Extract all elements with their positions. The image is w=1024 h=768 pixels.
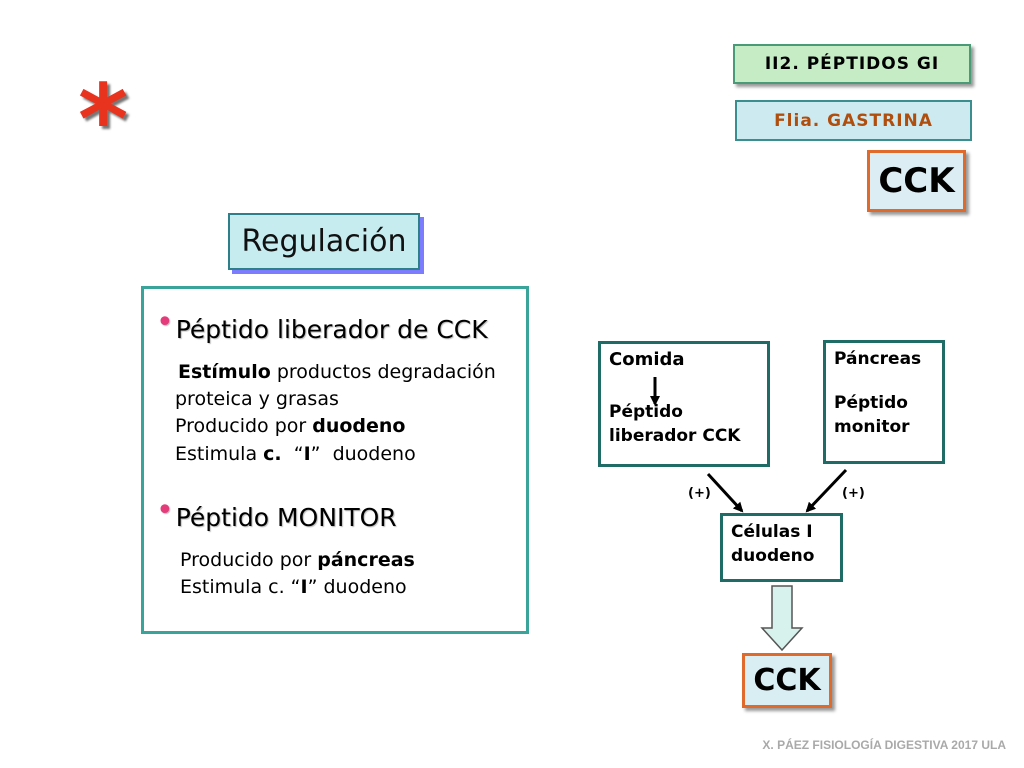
releaser-line-1: Estímulo productos degradación	[178, 361, 496, 383]
cells-line-1: Células I	[731, 522, 813, 542]
releaser-line-2: proteica y grasas	[175, 388, 339, 410]
hormone-title: CCK	[867, 150, 966, 212]
food-line-2: liberador CCK	[609, 426, 741, 446]
pancreas-box: Páncreas Péptido monitor	[823, 340, 945, 464]
family-title: Flia. GASTRINA	[735, 100, 972, 141]
pancreas-line-1: Péptido	[834, 393, 908, 413]
food-title: Comida	[609, 349, 685, 370]
food-to-cells-arrow	[706, 472, 744, 513]
cells-box: Células I duodeno	[720, 513, 843, 582]
bullet-icon: •	[156, 493, 174, 528]
releaser-line-3: Producido por duodeno	[175, 415, 406, 437]
regulation-title: Regulación	[228, 213, 420, 270]
hollow-down-arrow	[760, 585, 804, 652]
regulation-box: •Péptido liberador de CCK Estímulo produ…	[141, 286, 529, 634]
releaser-heading: •Péptido liberador de CCK	[156, 305, 488, 344]
cells-line-2: duodeno	[731, 546, 815, 566]
food-line-1: Péptido	[609, 402, 683, 422]
releaser-line-4: Estimula c. “I” duodeno	[175, 443, 416, 465]
monitor-heading: •Péptido MONITOR	[156, 493, 397, 532]
pancreas-to-cells-arrow	[805, 468, 848, 513]
pancreas-line-2: monitor	[834, 417, 910, 437]
food-box: Comida Péptido liberador CCK	[598, 341, 770, 467]
plus-label-left: (+)	[688, 486, 711, 501]
plus-label-right: (+)	[842, 486, 865, 501]
result-cck: CCK	[742, 653, 832, 708]
star-icon: *	[78, 64, 129, 176]
section-title: II2. PÉPTIDOS GI	[733, 44, 971, 84]
footer-credit: X. PÁEZ FISIOLOGÍA DIGESTIVA 2017 ULA	[762, 738, 1006, 752]
pancreas-title: Páncreas	[834, 349, 922, 369]
monitor-line-1: Producido por páncreas	[180, 549, 415, 571]
bullet-icon: •	[156, 305, 174, 340]
monitor-line-2: Estimula c. “I” duodeno	[180, 576, 407, 598]
